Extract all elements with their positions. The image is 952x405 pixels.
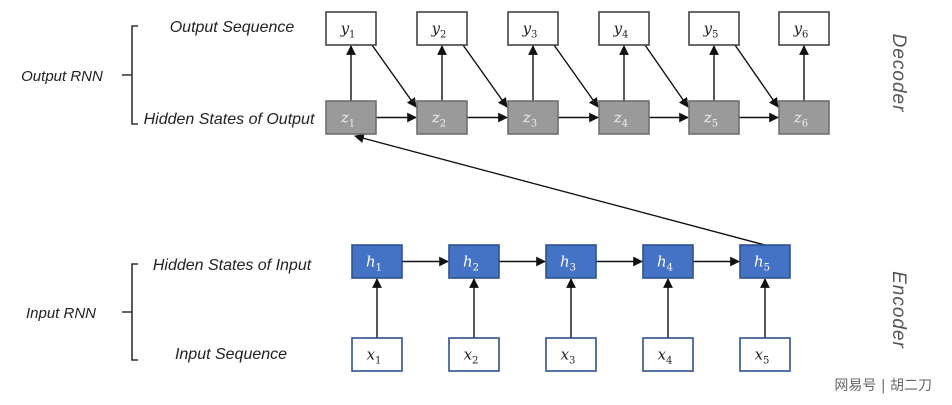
input-node-x4: x4 [642, 337, 694, 372]
decoder-hidden-node-z2: z2 [416, 100, 468, 135]
output-node-y3-box [507, 11, 559, 46]
encoder-hidden-node-h3-box [545, 244, 597, 279]
input-node-x3: x3 [545, 337, 597, 372]
decoder-hidden-node-z4: z4 [598, 100, 650, 135]
output-node-y2: y2 [416, 11, 468, 46]
arrow-y4-to-z5 [644, 44, 689, 108]
output-node-y4: y4 [598, 11, 650, 46]
arrow-y5-to-z6 [734, 44, 779, 108]
output-node-y1: y1 [325, 11, 377, 46]
decoder-hidden-node-z1-box [325, 100, 377, 135]
decoder-hidden-node-z4-box [598, 100, 650, 135]
encoder-hidden-node-h3: h3 [545, 244, 597, 279]
arrow-context-h5-to-z1 [354, 133, 766, 246]
arrow-y2-to-z3 [462, 44, 508, 108]
output-node-y4-box [598, 11, 650, 46]
input-rnn-label: Input RNN [26, 305, 96, 322]
watermark-text: 网易号 | 胡二刀 [834, 378, 932, 394]
decoder-hidden-node-z3-box [507, 100, 559, 135]
encoder-hidden-node-h5-box [739, 244, 791, 279]
hidden-states-input-label: Hidden States of Input [153, 257, 312, 274]
output-rnn-bracket [122, 25, 138, 125]
decoder-hidden-node-z3: z3 [507, 100, 559, 135]
decoder-hidden-node-z6: z6 [778, 100, 830, 135]
output-node-y6-box [778, 11, 830, 46]
output-node-y6: y6 [778, 11, 830, 46]
input-node-x3-box [545, 337, 597, 372]
encoder-hidden-node-h4: h4 [642, 244, 694, 279]
arrow-layer [346, 44, 809, 338]
encoder-hidden-node-h1-box [351, 244, 403, 279]
input-node-x1-box [351, 337, 403, 372]
decoder-hidden-node-z2-box [416, 100, 468, 135]
decoder-hidden-node-z5: z5 [688, 100, 740, 135]
encoder-hidden-node-h2: h2 [448, 244, 500, 279]
output-node-y2-box [416, 11, 468, 46]
encoder-hidden-node-h5: h5 [739, 244, 791, 279]
decoder-hidden-node-z6-box [778, 100, 830, 135]
output-node-y1-box [325, 11, 377, 46]
encoder-label: Encoder [888, 271, 909, 349]
output-node-y5-box [688, 11, 740, 46]
input-node-x2-box [448, 337, 500, 372]
input-node-x5: x5 [739, 337, 791, 372]
arrow-y1-to-z2 [371, 44, 417, 108]
input-rnn-bracket [122, 263, 138, 361]
output-node-y5: y5 [688, 11, 740, 46]
encoder-hidden-node-h1: h1 [351, 244, 403, 279]
input-node-x2: x2 [448, 337, 500, 372]
encoder-hidden-node-h2-box [448, 244, 500, 279]
decoder-hidden-node-z1: z1 [325, 100, 377, 135]
arrow-y3-to-z4 [553, 44, 599, 108]
decoder-label: Decoder [888, 34, 909, 113]
output-rnn-label: Output RNN [21, 68, 103, 85]
decoder-hidden-node-z5-box [688, 100, 740, 135]
node-layer: y1 y2 y3 y4 y5 y6 z1 z2 z3 z4 z5 z6 h1 h2 h3 h4 h5 x1 x2 x3… [325, 11, 830, 372]
output-node-y3: y3 [507, 11, 559, 46]
output-sequence-label: Output Sequence [170, 19, 295, 36]
encoder-hidden-node-h4-box [642, 244, 694, 279]
input-node-x1: x1 [351, 337, 403, 372]
input-sequence-label: Input Sequence [175, 346, 287, 363]
input-node-x4-box [642, 337, 694, 372]
input-node-x5-box [739, 337, 791, 372]
hidden-states-output-label: Hidden States of Output [144, 111, 315, 128]
